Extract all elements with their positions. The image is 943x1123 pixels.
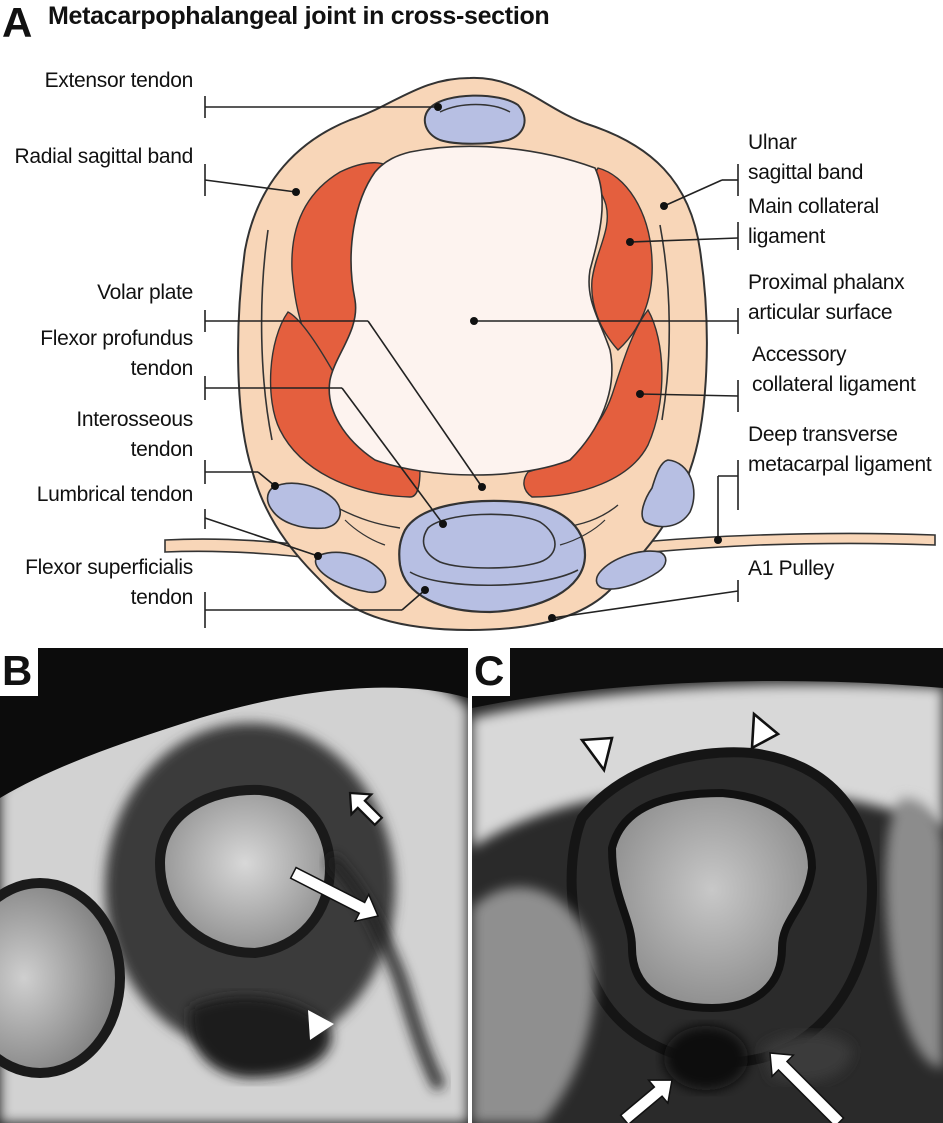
right-lumbrical-tendon [595, 550, 667, 590]
solid-arrow-b [289, 866, 380, 923]
label-line: Extensor tendon [44, 69, 194, 92]
label-deep-transverse-metacarpal-ligament: Deep transverse metacarpal ligament [748, 420, 932, 480]
ulnar-accessory-collateral-ligament [523, 308, 663, 498]
label-line: Flexor superficialis [25, 556, 193, 579]
left-lumbrical-tendon [314, 551, 387, 594]
diagram-title: Metacarpophalangeal joint in cross-secti… [48, 2, 550, 30]
panel-letter-b: B [0, 648, 39, 696]
label-line: Accessory [752, 343, 847, 366]
right-leader-lines [474, 164, 739, 619]
panel-letter-c: C [472, 648, 511, 696]
label-line: Interosseous [76, 408, 193, 431]
mcp-joint-diagram [164, 76, 936, 632]
mri-c-markers [579, 711, 845, 1123]
ulnar-main-collateral-ligament [591, 167, 653, 351]
panel-letter-a: A [2, 0, 33, 46]
label-line: articular surface [748, 301, 893, 324]
label-lumbrical-tendon: Lumbrical tendon [36, 480, 194, 510]
label-ulnar-sagittal-band: Ulnar sagittal band [748, 128, 864, 188]
label-line: A1 Pulley [748, 557, 835, 580]
mri-panel-b: B [0, 648, 468, 1123]
mri-panel-c: C [472, 648, 943, 1123]
label-extensor-tendon: Extensor tendon [44, 66, 194, 96]
label-line: Proximal phalanx [748, 271, 905, 294]
label-line: Volar plate [97, 281, 193, 304]
label-line: Ulnar [748, 131, 797, 154]
arrowhead-b [308, 1010, 334, 1040]
mri-image-b [0, 648, 468, 1123]
label-volar-plate: Volar plate [97, 278, 193, 308]
label-main-collateral-ligament: Main collateral ligament [748, 192, 879, 252]
label-line: ligament [748, 225, 825, 248]
label-line: Lumbrical tendon [36, 483, 194, 506]
label-line: Radial sagittal band [14, 145, 194, 168]
label-proximal-phalanx-articular-surface: Proximal phalanx articular surface [748, 268, 905, 328]
label-line: Main collateral [748, 195, 879, 218]
label-flexor-profundus-tendon: Flexor profundus tendon [40, 324, 193, 384]
label-line: metacarpal ligament [748, 453, 932, 476]
open-arrowhead-c-right [750, 711, 781, 751]
label-line: Flexor profundus [40, 327, 193, 350]
label-radial-sagittal-band: Radial sagittal band [14, 142, 194, 172]
label-line: collateral ligament [752, 373, 916, 396]
open-arrow-b [348, 791, 384, 827]
label-line: tendon [130, 438, 194, 461]
label-line: tendon [130, 586, 194, 609]
label-line: Deep transverse [748, 423, 898, 446]
left-interosseous-tendon [266, 482, 341, 530]
right-interosseous-tendon [641, 459, 695, 528]
open-arrowhead-c-left [579, 736, 614, 774]
label-interosseous-tendon: Interosseous tendon [76, 405, 193, 465]
leader-dots [271, 103, 722, 622]
label-flexor-superficialis-tendon: Flexor superficialis tendon [25, 553, 193, 613]
mri-b-markers [289, 791, 384, 1040]
label-line: tendon [130, 357, 194, 380]
label-a1-pulley: A1 Pulley [748, 554, 834, 584]
label-line: sagittal band [748, 161, 864, 184]
left-leader-lines [204, 96, 483, 628]
extensor-tendon-shape [423, 94, 526, 145]
mri-image-c [472, 648, 943, 1123]
solid-arrow-c-left [619, 1079, 673, 1123]
articular-surface [328, 145, 613, 476]
label-accessory-collateral-ligament: Accessory collateral ligament [752, 340, 916, 400]
solid-arrow-c-right [769, 1052, 845, 1123]
